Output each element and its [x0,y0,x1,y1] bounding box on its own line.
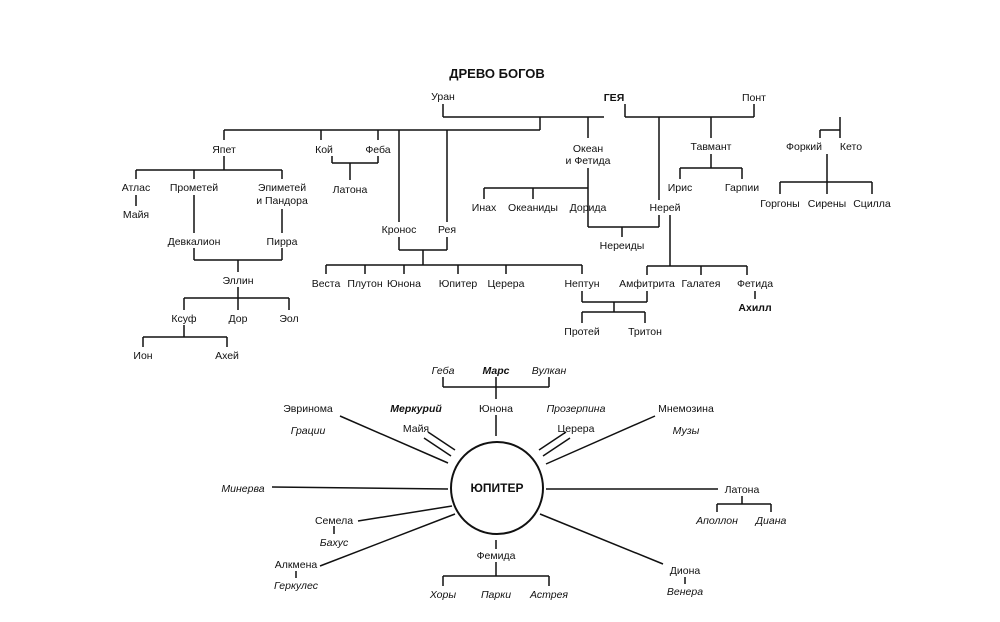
node-geya: ГЕЯ [604,92,625,104]
node-dor: Дор [229,313,248,325]
connector [542,437,571,457]
node-pluton: Плутон [347,278,382,290]
node-reya: Рея [438,224,456,236]
node-merkuriy: Меркурий [390,403,442,415]
node-forkiy: Форкий [786,141,822,153]
node-dorida: Дорида [570,202,607,214]
node-femida: Фемида [477,550,516,562]
node-amfitrita: Амфитрита [619,278,675,290]
node-vesta: Веста [312,278,341,290]
node-devkalion: Девкалион [168,236,221,248]
node-minerva: Минерва [221,483,264,495]
node-yunona: Юнона [387,278,421,290]
node-muzy: Музы [673,425,700,437]
jupiter-labels: ЮПИТЕР Геба Марс Вулкан Эвринома Грации … [221,365,786,601]
node-venera: Венера [667,586,703,598]
node-ellin: Эллин [222,275,253,287]
node-ion: Ион [133,350,152,362]
node-keto: Кето [840,141,862,153]
node-triton: Тритон [628,326,662,338]
node-latona: Латона [333,184,368,196]
node-epimetey-line2: и Пандора [256,195,308,207]
connector [539,513,664,565]
node-okean: Океан [573,143,604,155]
node-gorgony: Горгоны [760,198,799,210]
node-parki: Парки [481,589,511,601]
tree-labels: ДРЕВО БОГОВ Уран ГЕЯ Понт Япет Кой Феба … [122,66,891,362]
node-hory: Хоры [429,589,456,601]
node-bahus: Бахус [320,537,349,549]
node-ahey: Ахей [215,350,239,362]
node-stsilla: Сцилла [853,198,891,210]
node-gratsii: Грации [291,425,326,437]
node-diona: Диона [670,565,701,577]
node-tserera-jup: Церера [558,423,595,435]
node-fetida: Фетида [737,278,773,290]
node-uran: Уран [431,91,455,103]
node-alkmena: Алкмена [275,559,318,571]
node-pirra: Пирра [267,236,298,248]
node-feba: Феба [365,144,390,156]
node-semela: Семела [315,515,353,527]
node-evrinoma: Эвринома [283,403,333,415]
node-latona-jup: Латона [725,484,760,496]
node-prozerpina: Прозерпина [547,403,606,415]
jupiter-circle [450,441,544,535]
node-atlas: Атлас [122,182,151,194]
node-geba: Геба [432,365,455,377]
node-yunona-jup: Юнона [479,403,513,415]
connector [319,513,456,567]
node-diana: Диана [755,515,787,527]
node-gerkules: Геркулес [274,580,319,592]
node-sireny: Сирены [808,198,846,210]
connector [545,415,656,465]
node-eol: Эол [279,313,298,325]
node-nereidy: Нереиды [600,240,645,252]
diagram-title: ДРЕВО БОГОВ [449,66,545,81]
node-kronos: Кронос [382,224,417,236]
jupiter-center-label: ЮПИТЕР [471,481,524,495]
node-inah: Инах [472,202,497,214]
connector [271,486,449,490]
node-mars: Марс [483,365,510,377]
connector [339,415,449,464]
connector [538,431,567,451]
node-prometey: Прометей [170,182,218,194]
node-ksuf: Ксуф [171,313,196,325]
node-epimetey: Эпиметей [258,182,306,194]
connector [357,505,453,522]
tree-connectors [135,104,873,347]
node-galateya: Галатея [682,278,721,290]
node-yupiter: Юпитер [439,278,478,290]
node-yapet: Япет [212,144,236,156]
jupiter-connectors [271,377,772,586]
node-astreya: Астрея [529,589,568,601]
node-garpii: Гарпии [725,182,759,194]
node-tserera: Церера [488,278,525,290]
node-neptun: Нептун [564,278,599,290]
node-pont: Понт [742,92,766,104]
node-protey: Протей [564,326,600,338]
node-okean-line2: и Фетида [566,155,611,167]
node-koy: Кой [315,144,333,156]
node-apollon: Аполлон [695,515,738,527]
connector [423,437,452,457]
node-tavmant: Тавмант [691,141,732,153]
node-ahill: Ахилл [738,302,771,314]
node-mnemozina: Мнемозина [658,403,714,415]
node-mayya-jup: Майя [403,423,429,435]
node-okeanidy: Океаниды [508,202,558,214]
node-mayya: Майя [123,209,149,221]
node-nerey: Нерей [650,202,681,214]
connector [427,431,456,451]
node-iris: Ирис [668,182,693,194]
node-vulkan: Вулкан [532,365,567,377]
